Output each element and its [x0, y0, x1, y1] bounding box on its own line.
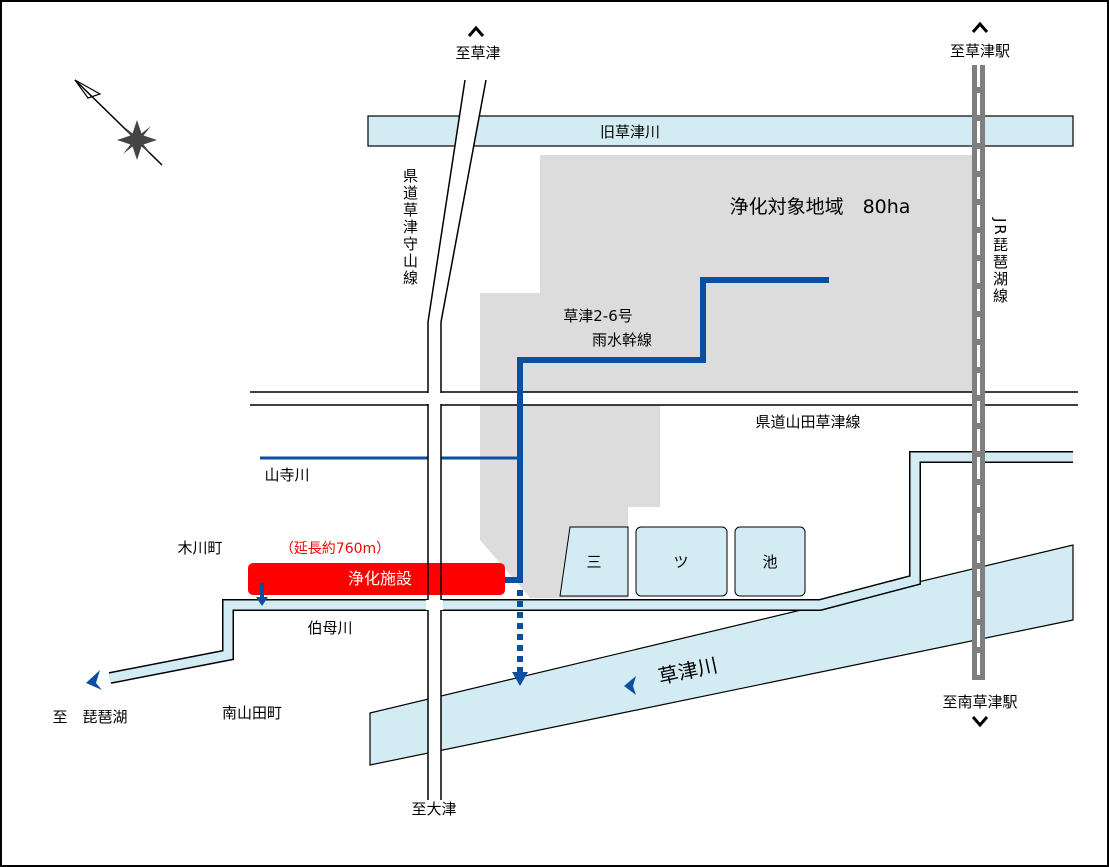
- pond-2: [635, 526, 728, 597]
- kusatsu-moriyama-road-label: 県道草津守山線: [401, 168, 419, 287]
- facility-length-note: （延長約760m）: [280, 541, 390, 557]
- purification-target-area: [480, 155, 972, 598]
- old-kusatsu-river: [367, 115, 1074, 147]
- rail-north-arrow-icon: [971, 21, 989, 33]
- obo-river: [108, 451, 1073, 684]
- kusatsu-moriyama-road: [426, 79, 487, 800]
- flow-to-biwako-icon: [86, 670, 102, 690]
- pond-1: [559, 526, 629, 597]
- flow-direction-icon: [624, 676, 636, 695]
- pond-label-1: 三: [586, 553, 601, 571]
- pond-label-3: 池: [762, 553, 777, 571]
- target-area-label: 浄化対象地域 80ha: [730, 196, 911, 218]
- old-kusatsu-river-label: 旧草津川: [600, 123, 660, 141]
- discharge-arrow-icon: [256, 597, 268, 606]
- to-biwako-label: 至 琵琶湖: [52, 708, 127, 726]
- to-kusatsu-station-label: 至草津駅: [950, 42, 1010, 60]
- north-road-arrow-icon: [467, 25, 485, 37]
- yamada-kusatsu-road: [250, 391, 1078, 406]
- north-arrow-icon: [74, 79, 163, 166]
- minami-yamada-town-label: 南山田町: [222, 704, 282, 722]
- to-kusatsu-label: 至草津: [455, 44, 500, 62]
- jr-line-label: JR琵琶湖線: [991, 217, 1009, 305]
- to-otsu-label: 至大津: [411, 800, 456, 818]
- rail-south-arrow-icon: [971, 716, 989, 728]
- kigawa-town-label: 木川町: [177, 539, 222, 557]
- yamadera-river-label: 山寺川: [264, 466, 309, 484]
- obo-river-label: 伯母川: [307, 619, 352, 637]
- jr-biwako-line: [972, 65, 985, 680]
- pond-label-2: ツ: [673, 553, 688, 571]
- overflow-arrow-icon: [512, 672, 528, 686]
- pond-3: [734, 526, 806, 597]
- yamada-kusatsu-road-label: 県道山田草津線: [755, 413, 860, 431]
- to-minami-kusatsu-station-label: 至南草津駅: [942, 693, 1017, 711]
- trunk-line-label-1: 草津2-6号: [563, 307, 633, 325]
- rainwater-trunk-line: [500, 277, 829, 583]
- facility-label: 浄化施設: [348, 569, 412, 588]
- trunk-line-label-2: 雨水幹線: [592, 331, 652, 349]
